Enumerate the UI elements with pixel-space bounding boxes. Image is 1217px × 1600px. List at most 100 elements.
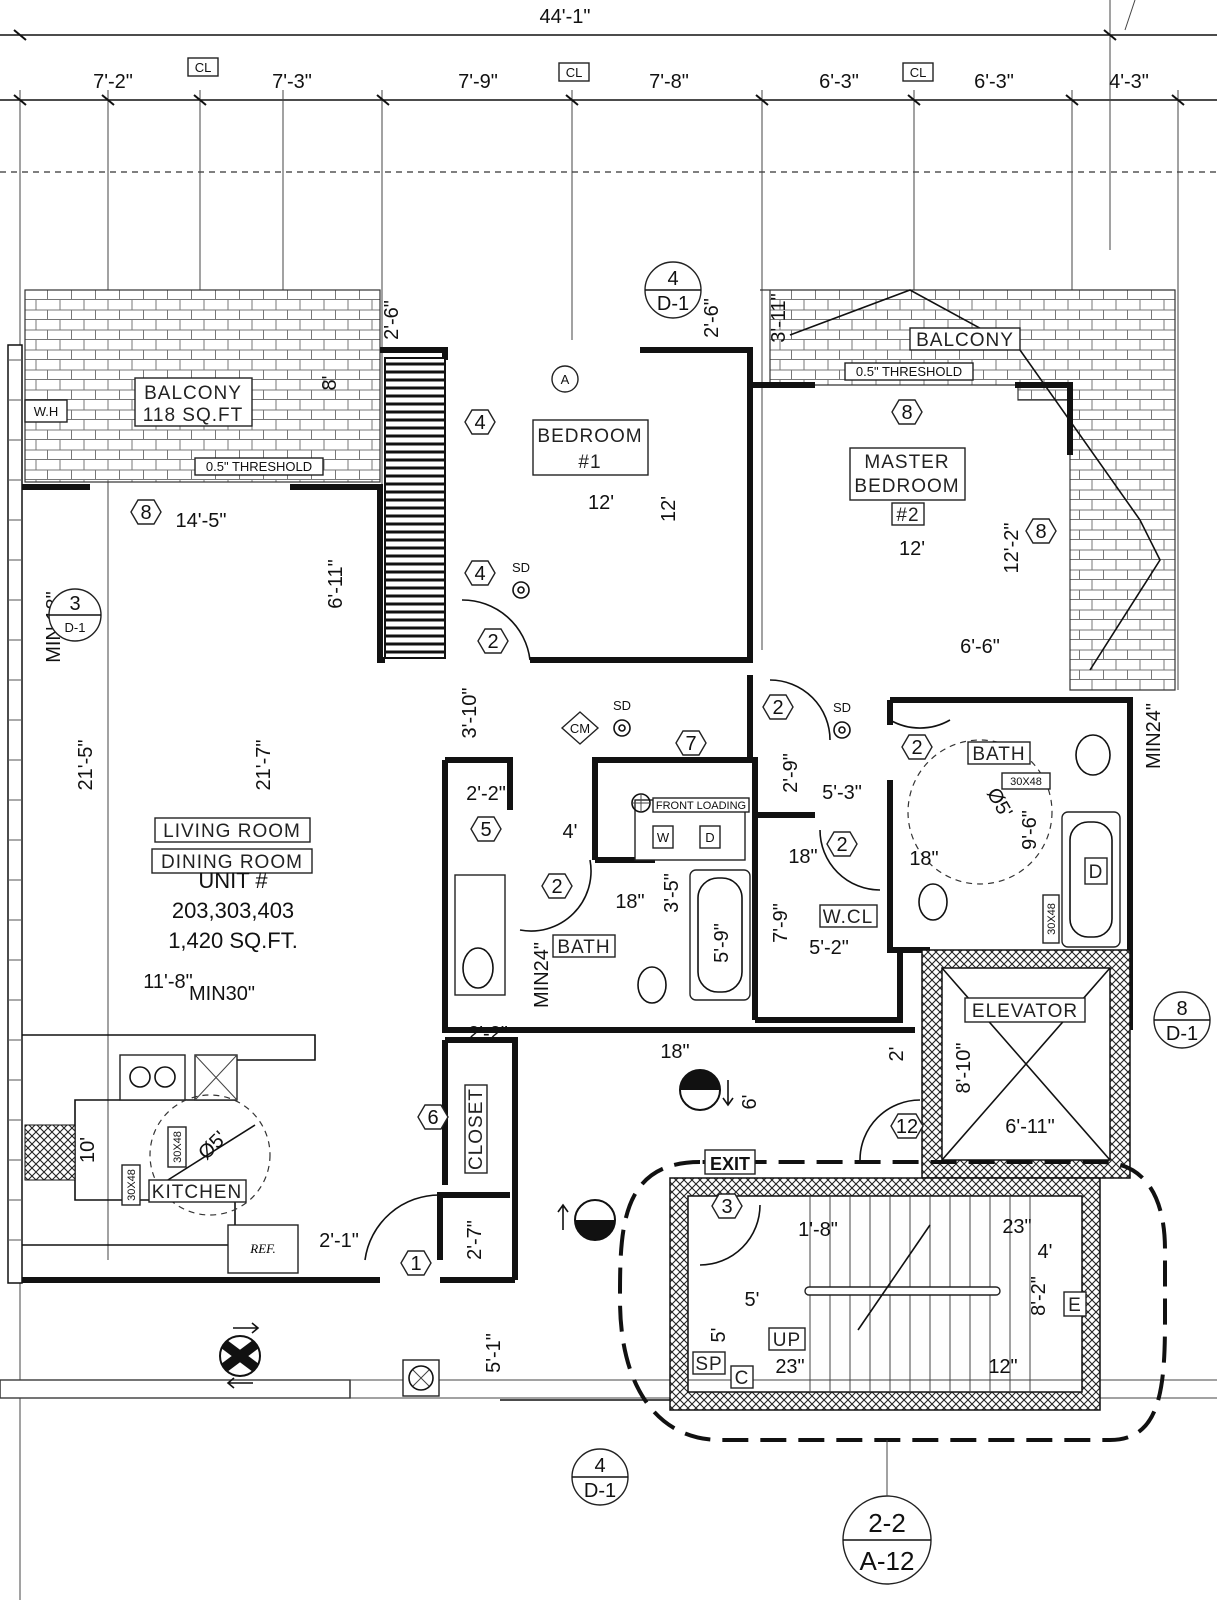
svg-text:CL: CL: [566, 65, 583, 80]
elevation-marker-icon: [557, 1199, 616, 1241]
door-tag: 4: [464, 409, 496, 435]
bedroom-1-label: BEDROOM #1: [532, 419, 649, 476]
svg-text:30X48: 30X48: [1046, 903, 1058, 935]
dim-12-bedroom-1-width: 12': [588, 492, 614, 514]
dim-3-10: 3'-10": [459, 688, 481, 739]
dim-11-8: 11'-8": [143, 971, 192, 993]
svg-text:EXIT: EXIT: [710, 1154, 750, 1174]
bottom-sill: [0, 1379, 351, 1399]
refrigerator: [227, 1224, 299, 1274]
centerline-tag: CL: [558, 62, 590, 82]
svg-text:UNIT #: UNIT #: [198, 868, 268, 893]
svg-text:118 SQ.FT: 118 SQ.FT: [143, 405, 244, 426]
svg-text:30X48: 30X48: [1010, 776, 1042, 788]
svg-text:203,303,403: 203,303,403: [172, 898, 294, 923]
top-dim-1: 7'-2": [93, 71, 133, 93]
svg-text:4: 4: [667, 268, 678, 290]
door-tag: 2: [901, 734, 933, 760]
smoke-detector-3: SD: [833, 700, 851, 739]
svg-text:SD: SD: [613, 698, 631, 713]
dim-4-hall: 4': [563, 821, 578, 843]
toilet-1: [637, 966, 667, 1004]
water-closet-label: W.CL: [819, 904, 878, 928]
top-dim-5: 6'-3": [819, 71, 859, 93]
svg-text:CL: CL: [195, 60, 212, 75]
elevation-marker-icon: [679, 1069, 734, 1111]
svg-text:7: 7: [685, 733, 696, 755]
svg-text:2: 2: [487, 631, 498, 653]
cm-tag: CM: [560, 711, 600, 745]
dim-5-1: 5'-1": [483, 1333, 505, 1373]
kitchen-label: KITCHEN: [148, 1179, 247, 1203]
sp-label: SP: [692, 1351, 726, 1375]
door-tag: 2: [762, 694, 794, 720]
left-balcony-label: BALCONY 118 SQ.FT: [134, 377, 253, 427]
kitchen-sink: [119, 1054, 186, 1101]
svg-text:#2: #2: [896, 505, 919, 526]
svg-text:D-1: D-1: [584, 1480, 616, 1502]
smoke-detector-1: SD: [512, 560, 530, 599]
svg-text:A: A: [561, 372, 570, 387]
dim-min24-right: MIN24": [1143, 703, 1165, 769]
left-exterior-wall: [7, 344, 23, 1284]
dim-2-9: 2'-9": [780, 753, 802, 793]
bathtub-1: [689, 869, 751, 1001]
svg-text:8: 8: [901, 402, 912, 424]
e-label: E: [1063, 1291, 1087, 1317]
door-tag: 12: [890, 1113, 924, 1139]
kitchen-diameter: Ø5': [194, 1127, 231, 1164]
water-heater-label: W.H: [24, 399, 68, 423]
svg-text:8: 8: [1176, 998, 1187, 1020]
svg-text:0.5" THRESHOLD: 0.5" THRESHOLD: [856, 364, 962, 379]
svg-text:3: 3: [721, 1196, 732, 1218]
svg-text:3: 3: [69, 593, 80, 615]
dim-5-9: 5'-9": [711, 923, 733, 963]
door-tag: 3: [711, 1193, 743, 1219]
door-swings: [364, 599, 951, 1266]
dim-14-5: 14'-5": [176, 510, 227, 532]
bath-2-label: BATH: [967, 741, 1031, 765]
svg-text:KITCHEN: KITCHEN: [152, 1182, 242, 1203]
svg-text:BEDROOM: BEDROOM: [854, 476, 959, 497]
floor-drain-icon: [402, 1359, 440, 1397]
stair-enclosure-walls: [669, 1177, 1101, 1411]
svg-text:LIVING ROOM: LIVING ROOM: [163, 821, 301, 842]
threshold-right-label: 0.5" THRESHOLD: [844, 362, 974, 381]
dim-23-bottom: 23": [775, 1356, 804, 1378]
svg-text:8: 8: [1035, 521, 1046, 543]
cooktop: [24, 1124, 76, 1181]
dim-10: 10': [77, 1137, 99, 1163]
tub-d-label: D: [1084, 857, 1108, 885]
door-type-a-tag: A: [551, 365, 579, 393]
door-tag: 2: [541, 873, 573, 899]
svg-text:UP: UP: [773, 1330, 801, 1351]
svg-text:FRONT LOADING: FRONT LOADING: [656, 800, 746, 812]
kitchen-counters: [22, 1034, 316, 1274]
fan-icon: [631, 793, 651, 813]
dim-12-master: 12': [899, 538, 925, 560]
svg-text:12: 12: [896, 1116, 918, 1138]
top-dim-2: 7'-3": [272, 71, 312, 93]
svg-text:1,420 SQ.FT.: 1,420 SQ.FT.: [168, 928, 298, 953]
dim-3-5: 3'-5": [661, 873, 683, 913]
dim-6: 6': [739, 1095, 761, 1110]
svg-text:4: 4: [594, 1455, 605, 1477]
svg-text:D: D: [1089, 862, 1104, 883]
stair-treads: [804, 1196, 1031, 1392]
detail-ref-top: 4 D-1: [644, 261, 702, 319]
right-balcony-label: BALCONY: [909, 327, 1021, 351]
section-marker: 2-2 A-12: [842, 1440, 932, 1585]
dim-12-2: 12'-2": [1001, 523, 1023, 574]
dim-2-6-right: 2'-6": [701, 298, 723, 338]
svg-text:W.CL: W.CL: [823, 907, 873, 928]
svg-text:CLOSET: CLOSET: [466, 1088, 487, 1170]
svg-text:4: 4: [474, 412, 485, 434]
svg-text:8: 8: [140, 502, 151, 524]
dim-2-1: 2'-1": [319, 1230, 359, 1252]
front-loading-label: FRONT LOADING W D: [652, 797, 750, 849]
bath-diameter: Ø5': [982, 784, 1016, 821]
centerline-tag: CL: [187, 57, 219, 77]
svg-text:5: 5: [480, 819, 491, 841]
svg-text:2-2: 2-2: [868, 1508, 906, 1538]
dim-6-11: 6'-11": [325, 559, 347, 608]
